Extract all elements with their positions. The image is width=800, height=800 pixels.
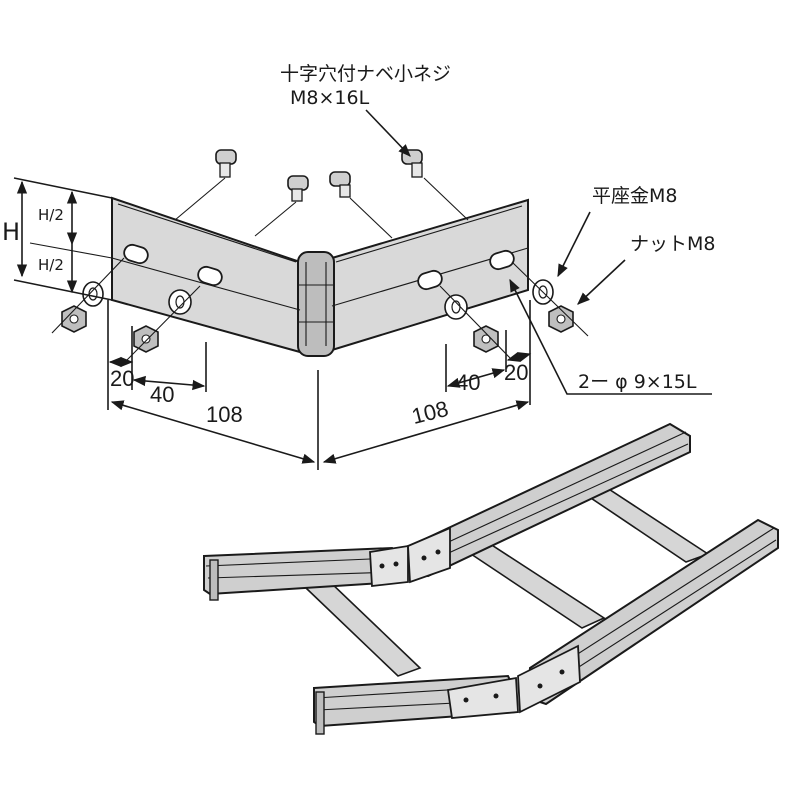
joint-plate xyxy=(111,196,529,357)
screw-icon xyxy=(401,149,469,221)
length-dimensions xyxy=(107,300,532,470)
ladder-joint-plate xyxy=(446,676,519,719)
screws xyxy=(174,149,469,239)
washer-label: 平座金M8 xyxy=(592,185,677,207)
hinge-barrel xyxy=(297,251,335,357)
half-height-bottom-label: H/2 xyxy=(38,256,64,274)
left-edge-dimension: 20 xyxy=(110,366,134,391)
screw-name-label: 十字穴付ナベ小ネジ xyxy=(280,63,451,85)
screw-size-label: M8×16L xyxy=(290,87,370,109)
ladder-rung xyxy=(460,539,606,629)
screw-icon xyxy=(174,149,237,221)
screw-icon xyxy=(254,175,309,237)
half-height-top-label: H/2 xyxy=(38,206,64,224)
right-edge-dimension: 20 xyxy=(504,360,528,385)
height-label: H xyxy=(2,218,20,246)
slot-label: 2ー φ 9×15L xyxy=(578,371,697,393)
washer-icon xyxy=(444,294,468,320)
right-length-dimension: 108 xyxy=(409,396,451,429)
washers xyxy=(82,279,554,320)
cable-ladder xyxy=(203,422,779,735)
left-slot-1 xyxy=(123,243,149,265)
ladder-rail-upper xyxy=(409,422,691,578)
nut-label: ナットM8 xyxy=(630,233,715,255)
ladder-rail-left-upper xyxy=(203,546,399,596)
ladder-joint-plate xyxy=(407,526,451,584)
ladder-rung xyxy=(304,579,422,677)
ladder-joint-plate xyxy=(369,544,409,587)
height-dimension xyxy=(13,177,113,301)
screw-icon xyxy=(329,171,393,239)
right-pitch-dimension: 40 xyxy=(456,370,480,395)
left-length-dimension: 108 xyxy=(206,402,243,427)
ladder-joint-plate xyxy=(517,644,581,714)
nuts xyxy=(51,257,589,363)
washer-icon xyxy=(168,289,192,315)
right-slot-2 xyxy=(489,249,515,271)
right-slot-1 xyxy=(417,269,443,291)
left-slot-2 xyxy=(197,265,223,287)
leaders xyxy=(365,109,712,395)
left-pitch-dimension: 40 xyxy=(150,382,174,407)
